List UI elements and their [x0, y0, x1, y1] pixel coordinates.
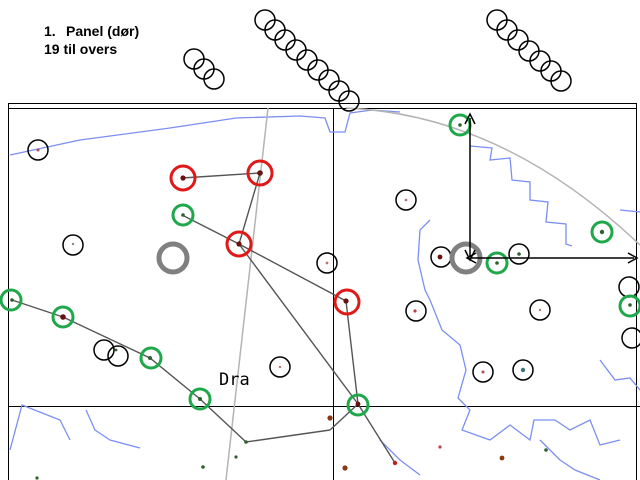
guide-lines	[225, 107, 640, 480]
grey-reference-rings	[156, 241, 483, 275]
stars	[10, 123, 632, 480]
green-markers	[0, 113, 640, 417]
red-markers	[169, 159, 361, 316]
constellation-label: Dra	[219, 370, 250, 390]
constellation-boundaries	[9, 109, 640, 480]
panel-frame	[8, 103, 640, 480]
constellation-stick-figure	[11, 172, 396, 464]
dimension-arrows	[464, 112, 639, 264]
black-markers-inside	[27, 139, 640, 383]
panel-heading: 1. Panel (dør) 19 til overs	[44, 22, 139, 58]
panel-subtitle: 19 til overs	[44, 41, 118, 57]
panel-number: 1.	[44, 23, 56, 39]
panel-title-line: 1. Panel (dør)	[44, 22, 139, 40]
panel-title: Panel (dør)	[66, 23, 140, 39]
black-markers-top	[183, 9, 572, 112]
